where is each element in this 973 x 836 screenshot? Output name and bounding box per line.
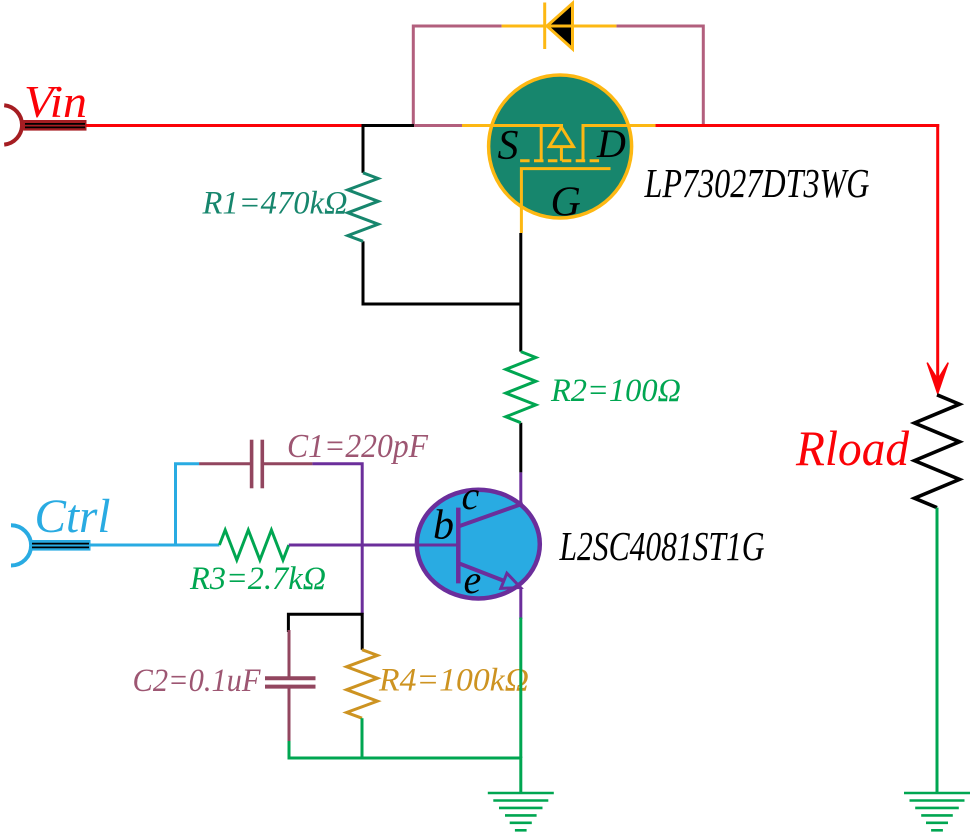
svg-text:D: D — [596, 121, 626, 166]
svg-text:Ctrl: Ctrl — [35, 490, 111, 543]
svg-text:G: G — [551, 180, 581, 226]
svg-text:L2SC4081ST1G: L2SC4081ST1G — [559, 523, 765, 569]
svg-text:R4=100kΩ: R4=100kΩ — [378, 663, 529, 699]
svg-text:LP73027DT3WG: LP73027DT3WG — [644, 160, 870, 206]
svg-text:Vin: Vin — [24, 77, 87, 127]
svg-text:C1=220pF: C1=220pF — [287, 428, 429, 465]
svg-text:c: c — [462, 473, 480, 518]
svg-text:e: e — [464, 557, 482, 602]
svg-text:b: b — [433, 503, 454, 549]
svg-text:R2=100Ω: R2=100Ω — [550, 373, 681, 409]
svg-text:S: S — [498, 123, 519, 169]
svg-text:C2=0.1uF: C2=0.1uF — [133, 663, 262, 699]
svg-text:R1=470kΩ: R1=470kΩ — [202, 186, 348, 222]
svg-text:Rload: Rload — [795, 420, 910, 476]
svg-text:R3=2.7kΩ: R3=2.7kΩ — [189, 561, 326, 597]
